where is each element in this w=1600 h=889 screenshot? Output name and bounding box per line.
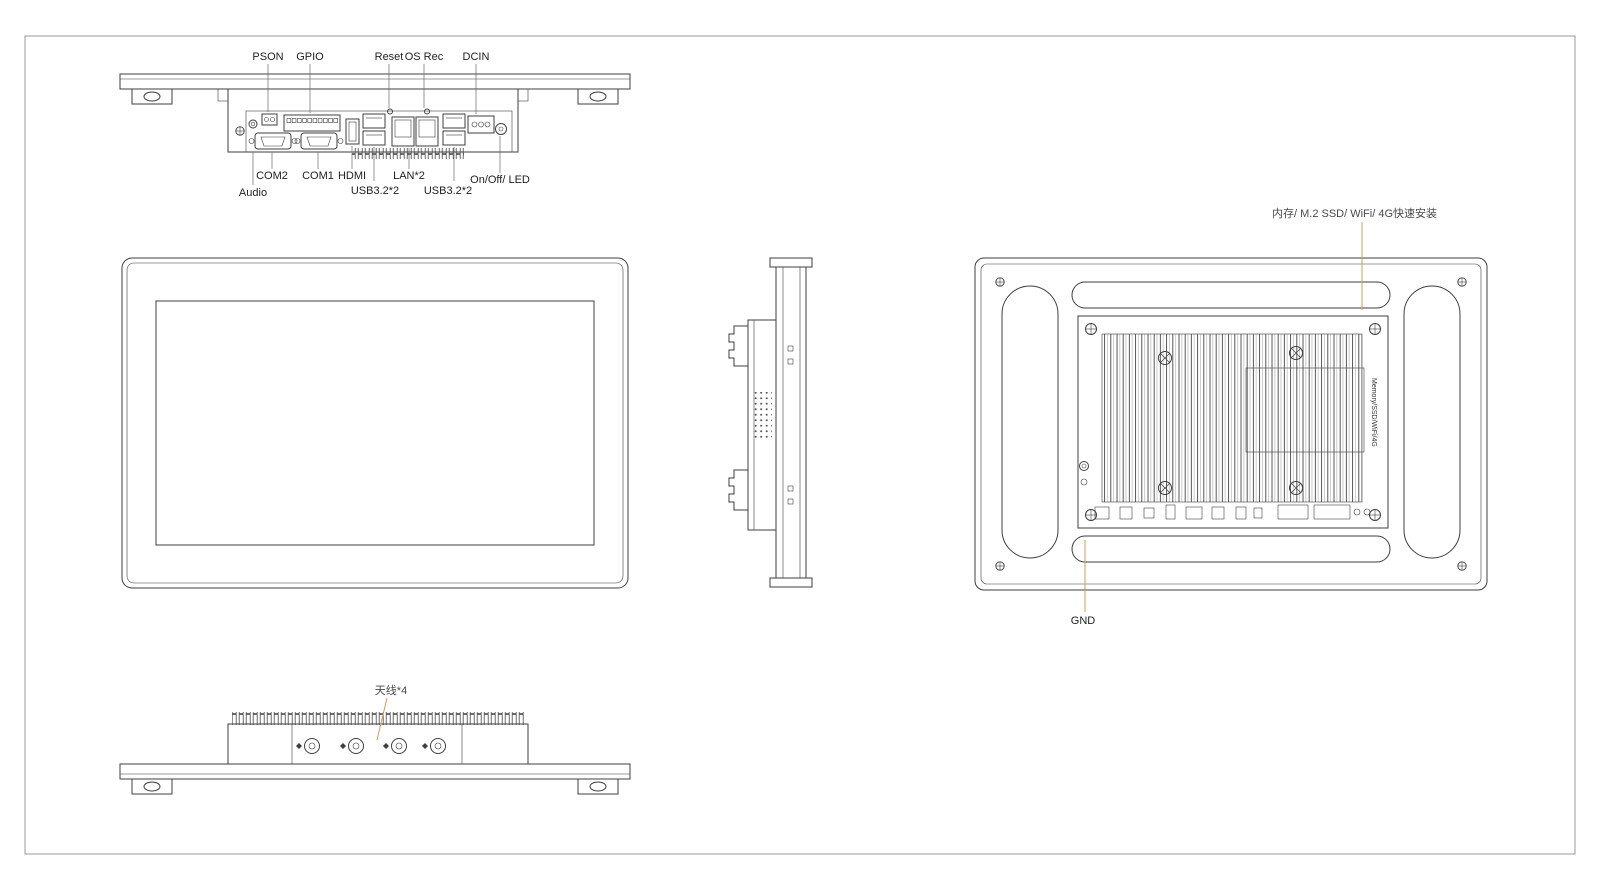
side-rear-box xyxy=(747,319,777,531)
io-edge-view: PSON GPIO Reset OS Rec DCIN COM2 COM1 HD… xyxy=(119,51,631,199)
label-com2: COM2 xyxy=(256,170,288,182)
antenna-mounts xyxy=(296,738,446,754)
usb-stack-1 xyxy=(362,113,386,146)
bezel-bar xyxy=(119,73,631,90)
label-onoff-led: On/Off/ LED xyxy=(470,174,530,186)
lan-port-1 xyxy=(391,116,415,147)
mount-ear-left xyxy=(131,88,173,105)
com1-port xyxy=(294,132,344,150)
dcin-terminal xyxy=(467,115,495,134)
heatsink-teeth xyxy=(232,712,524,725)
side-view xyxy=(728,257,813,588)
mount-clip-top xyxy=(728,325,748,367)
heatsink-plate xyxy=(1077,315,1389,529)
heatsink-screw xyxy=(1369,509,1381,521)
label-usb-1: USB3.2*2 xyxy=(351,185,399,197)
mount-slot-left xyxy=(143,781,161,792)
mount-ear-right xyxy=(577,88,619,105)
mount-slot-right xyxy=(589,781,607,792)
gnd-stud xyxy=(1079,461,1089,486)
vent-ribs xyxy=(352,148,464,159)
label-com1: COM1 xyxy=(302,170,334,182)
page-border xyxy=(24,35,1576,855)
front-bezel-outer xyxy=(121,257,629,589)
power-button-led xyxy=(495,123,507,135)
recess-slot-bottom xyxy=(1071,535,1391,563)
label-antenna: 天线*4 xyxy=(375,683,407,697)
label-usb-2: USB3.2*2 xyxy=(424,185,472,197)
bottom-chassis xyxy=(227,723,529,765)
rear-vertical-text: Memory/SSD/WiFi/4G xyxy=(1370,378,1377,447)
mount-clip-bottom xyxy=(728,469,748,511)
gpio-terminal-block xyxy=(283,114,341,132)
heatsink-fins xyxy=(1102,334,1362,502)
rear-port-cutouts xyxy=(1094,504,1371,520)
side-panel-body xyxy=(775,266,807,579)
side-bezel-bottom xyxy=(769,577,813,588)
label-hdmi: HDMI xyxy=(338,170,366,182)
recess-slot-right xyxy=(1403,285,1461,559)
display-area xyxy=(155,300,595,546)
rear-cover-inner xyxy=(980,263,1482,585)
panel-screw xyxy=(235,126,245,136)
heatsink-screw xyxy=(1369,323,1381,335)
recess-slot-left xyxy=(1001,285,1059,559)
os-rec-hole xyxy=(424,108,430,115)
label-dcin: DCIN xyxy=(463,51,490,63)
hdmi-port xyxy=(345,118,360,145)
rear-view: Memory/SSD/WiFi/4G 内存/ M.2 SSD/ WiFi/ 4G… xyxy=(974,206,1488,627)
audio-jack xyxy=(248,119,258,129)
corner-screw xyxy=(995,561,1005,571)
reset-hole xyxy=(387,108,393,115)
bezel-bar-bottom xyxy=(119,763,631,780)
front-bezel-inner xyxy=(126,262,624,584)
label-gnd: GND xyxy=(1071,615,1096,627)
com2-port xyxy=(248,132,298,150)
mount-slot-right xyxy=(589,91,607,102)
label-lan: LAN*2 xyxy=(393,170,425,182)
corner-screw xyxy=(995,277,1005,287)
rear-cover-outer xyxy=(974,257,1488,591)
heatsink-screw xyxy=(1085,323,1097,335)
label-audio: Audio xyxy=(239,187,267,199)
label-pson: PSON xyxy=(252,51,283,63)
m2-access-panel xyxy=(1245,367,1365,453)
pson-connector xyxy=(261,113,278,126)
mount-ear-right xyxy=(577,778,619,795)
corner-screw xyxy=(1457,277,1467,287)
usb-stack-2 xyxy=(442,113,466,146)
lan-port-2 xyxy=(415,116,439,147)
label-gpio: GPIO xyxy=(296,51,324,63)
corner-screw xyxy=(1457,561,1467,571)
label-install: 内存/ M.2 SSD/ WiFi/ 4G快速安装 xyxy=(1272,206,1437,220)
side-bezel-top xyxy=(769,257,813,268)
vent-grille xyxy=(752,392,772,440)
mount-ear-left xyxy=(131,778,173,795)
front-view xyxy=(121,257,629,589)
recess-slot-top xyxy=(1071,281,1391,309)
chassis-body xyxy=(227,88,519,153)
label-os-rec: OS Rec xyxy=(405,51,444,63)
label-reset: Reset xyxy=(375,51,404,63)
bottom-antenna-view: 天线*4 xyxy=(119,683,631,795)
mount-slot-left xyxy=(143,91,161,102)
